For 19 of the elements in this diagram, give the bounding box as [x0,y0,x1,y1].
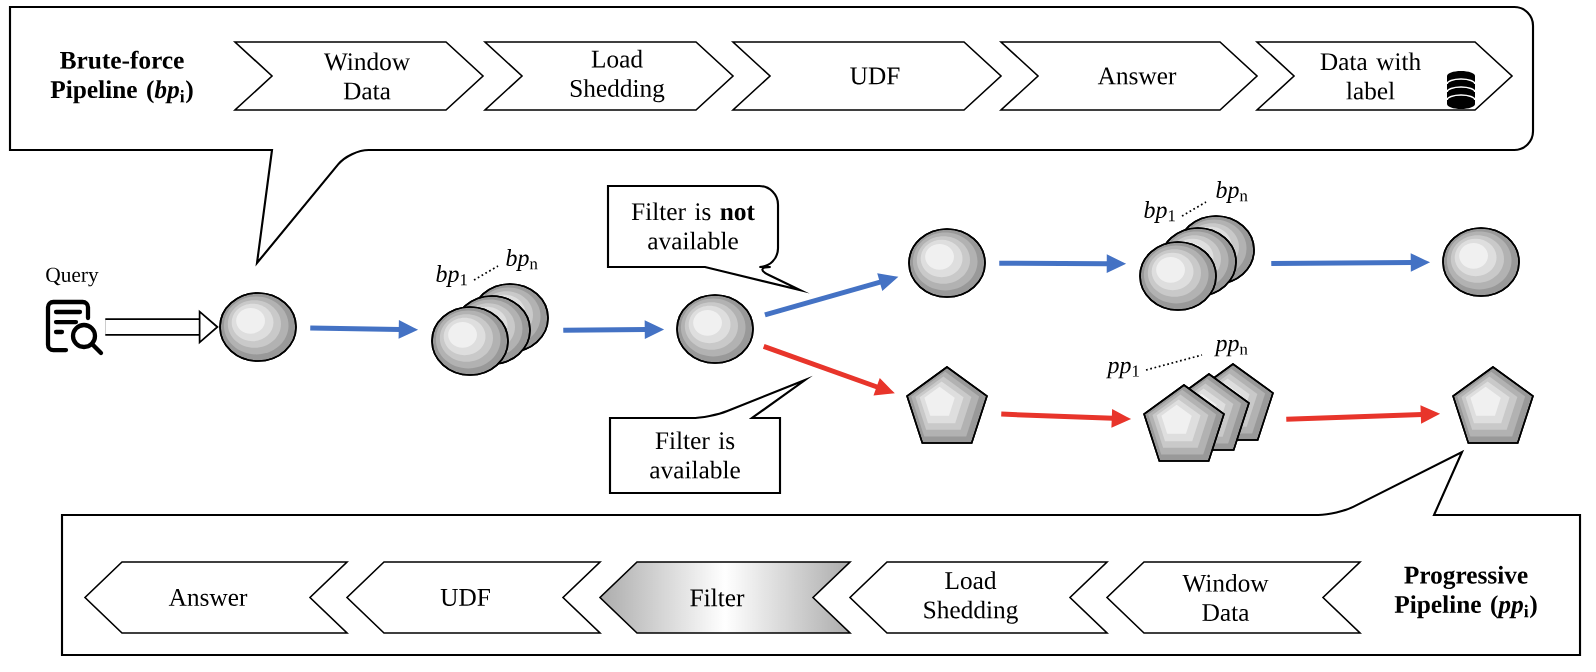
chevron-step: Answer [998,41,1259,111]
instance-label: bp$_{1}$ [1144,201,1175,223]
circle [219,292,297,362]
circle [908,228,986,298]
pentagon [906,366,988,444]
instance-label: bp$_{n}$ [506,249,538,271]
instance-label: pp$_{1}$ [1106,361,1139,379]
chevron-step: Load Shedding [482,41,735,111]
circle [676,294,754,364]
chevron-step: Data with label [1254,41,1514,111]
instance-label: bp$_{n}$ [1216,181,1248,203]
chevron-step: Window Data [232,41,485,111]
instance-label: pp$_{n}$ [1214,339,1248,357]
pentagon-stack [1143,363,1274,462]
pentagon [1452,366,1534,444]
circle [1442,227,1520,297]
chevron-step: UDF [730,41,1003,111]
instance-label: bp$_{1}$ [436,265,467,287]
query-label: Query [46,267,99,287]
